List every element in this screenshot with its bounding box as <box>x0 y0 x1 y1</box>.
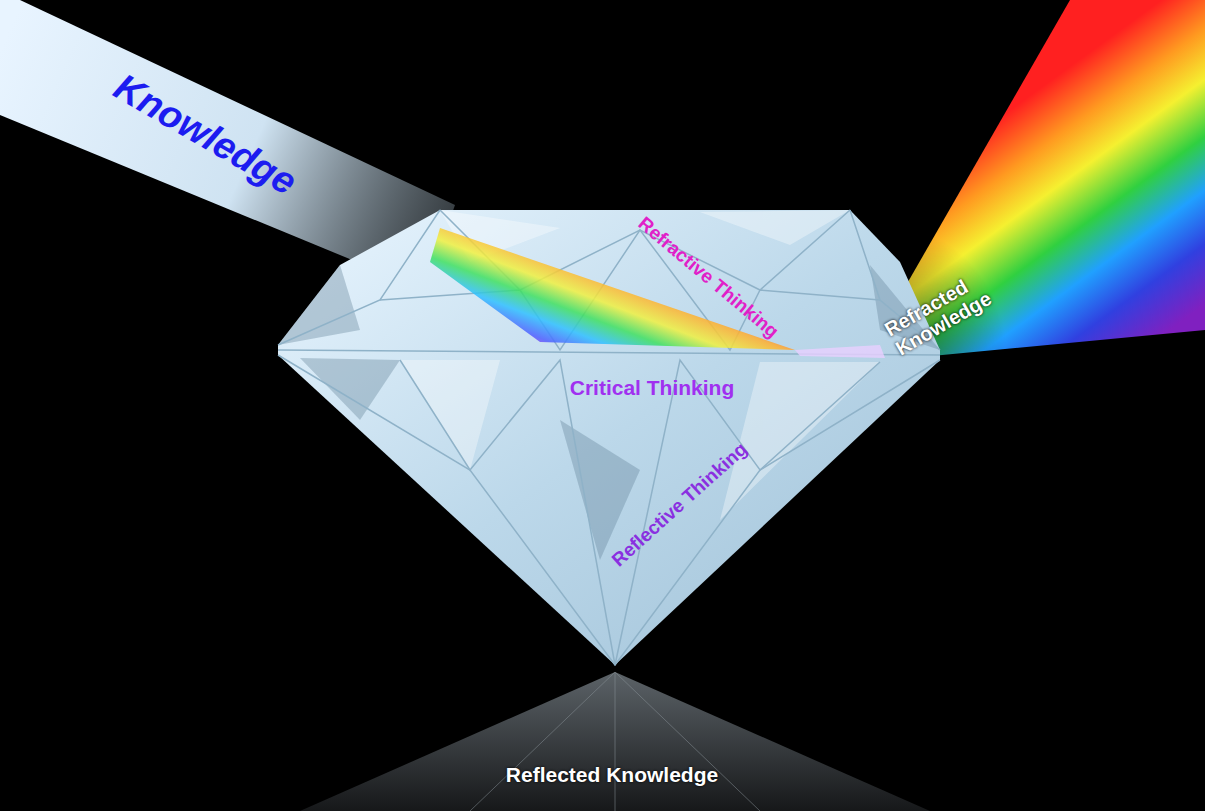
process-label: Critical Thinking <box>570 376 735 399</box>
output-label: Reflected Knowledge <box>506 763 718 786</box>
